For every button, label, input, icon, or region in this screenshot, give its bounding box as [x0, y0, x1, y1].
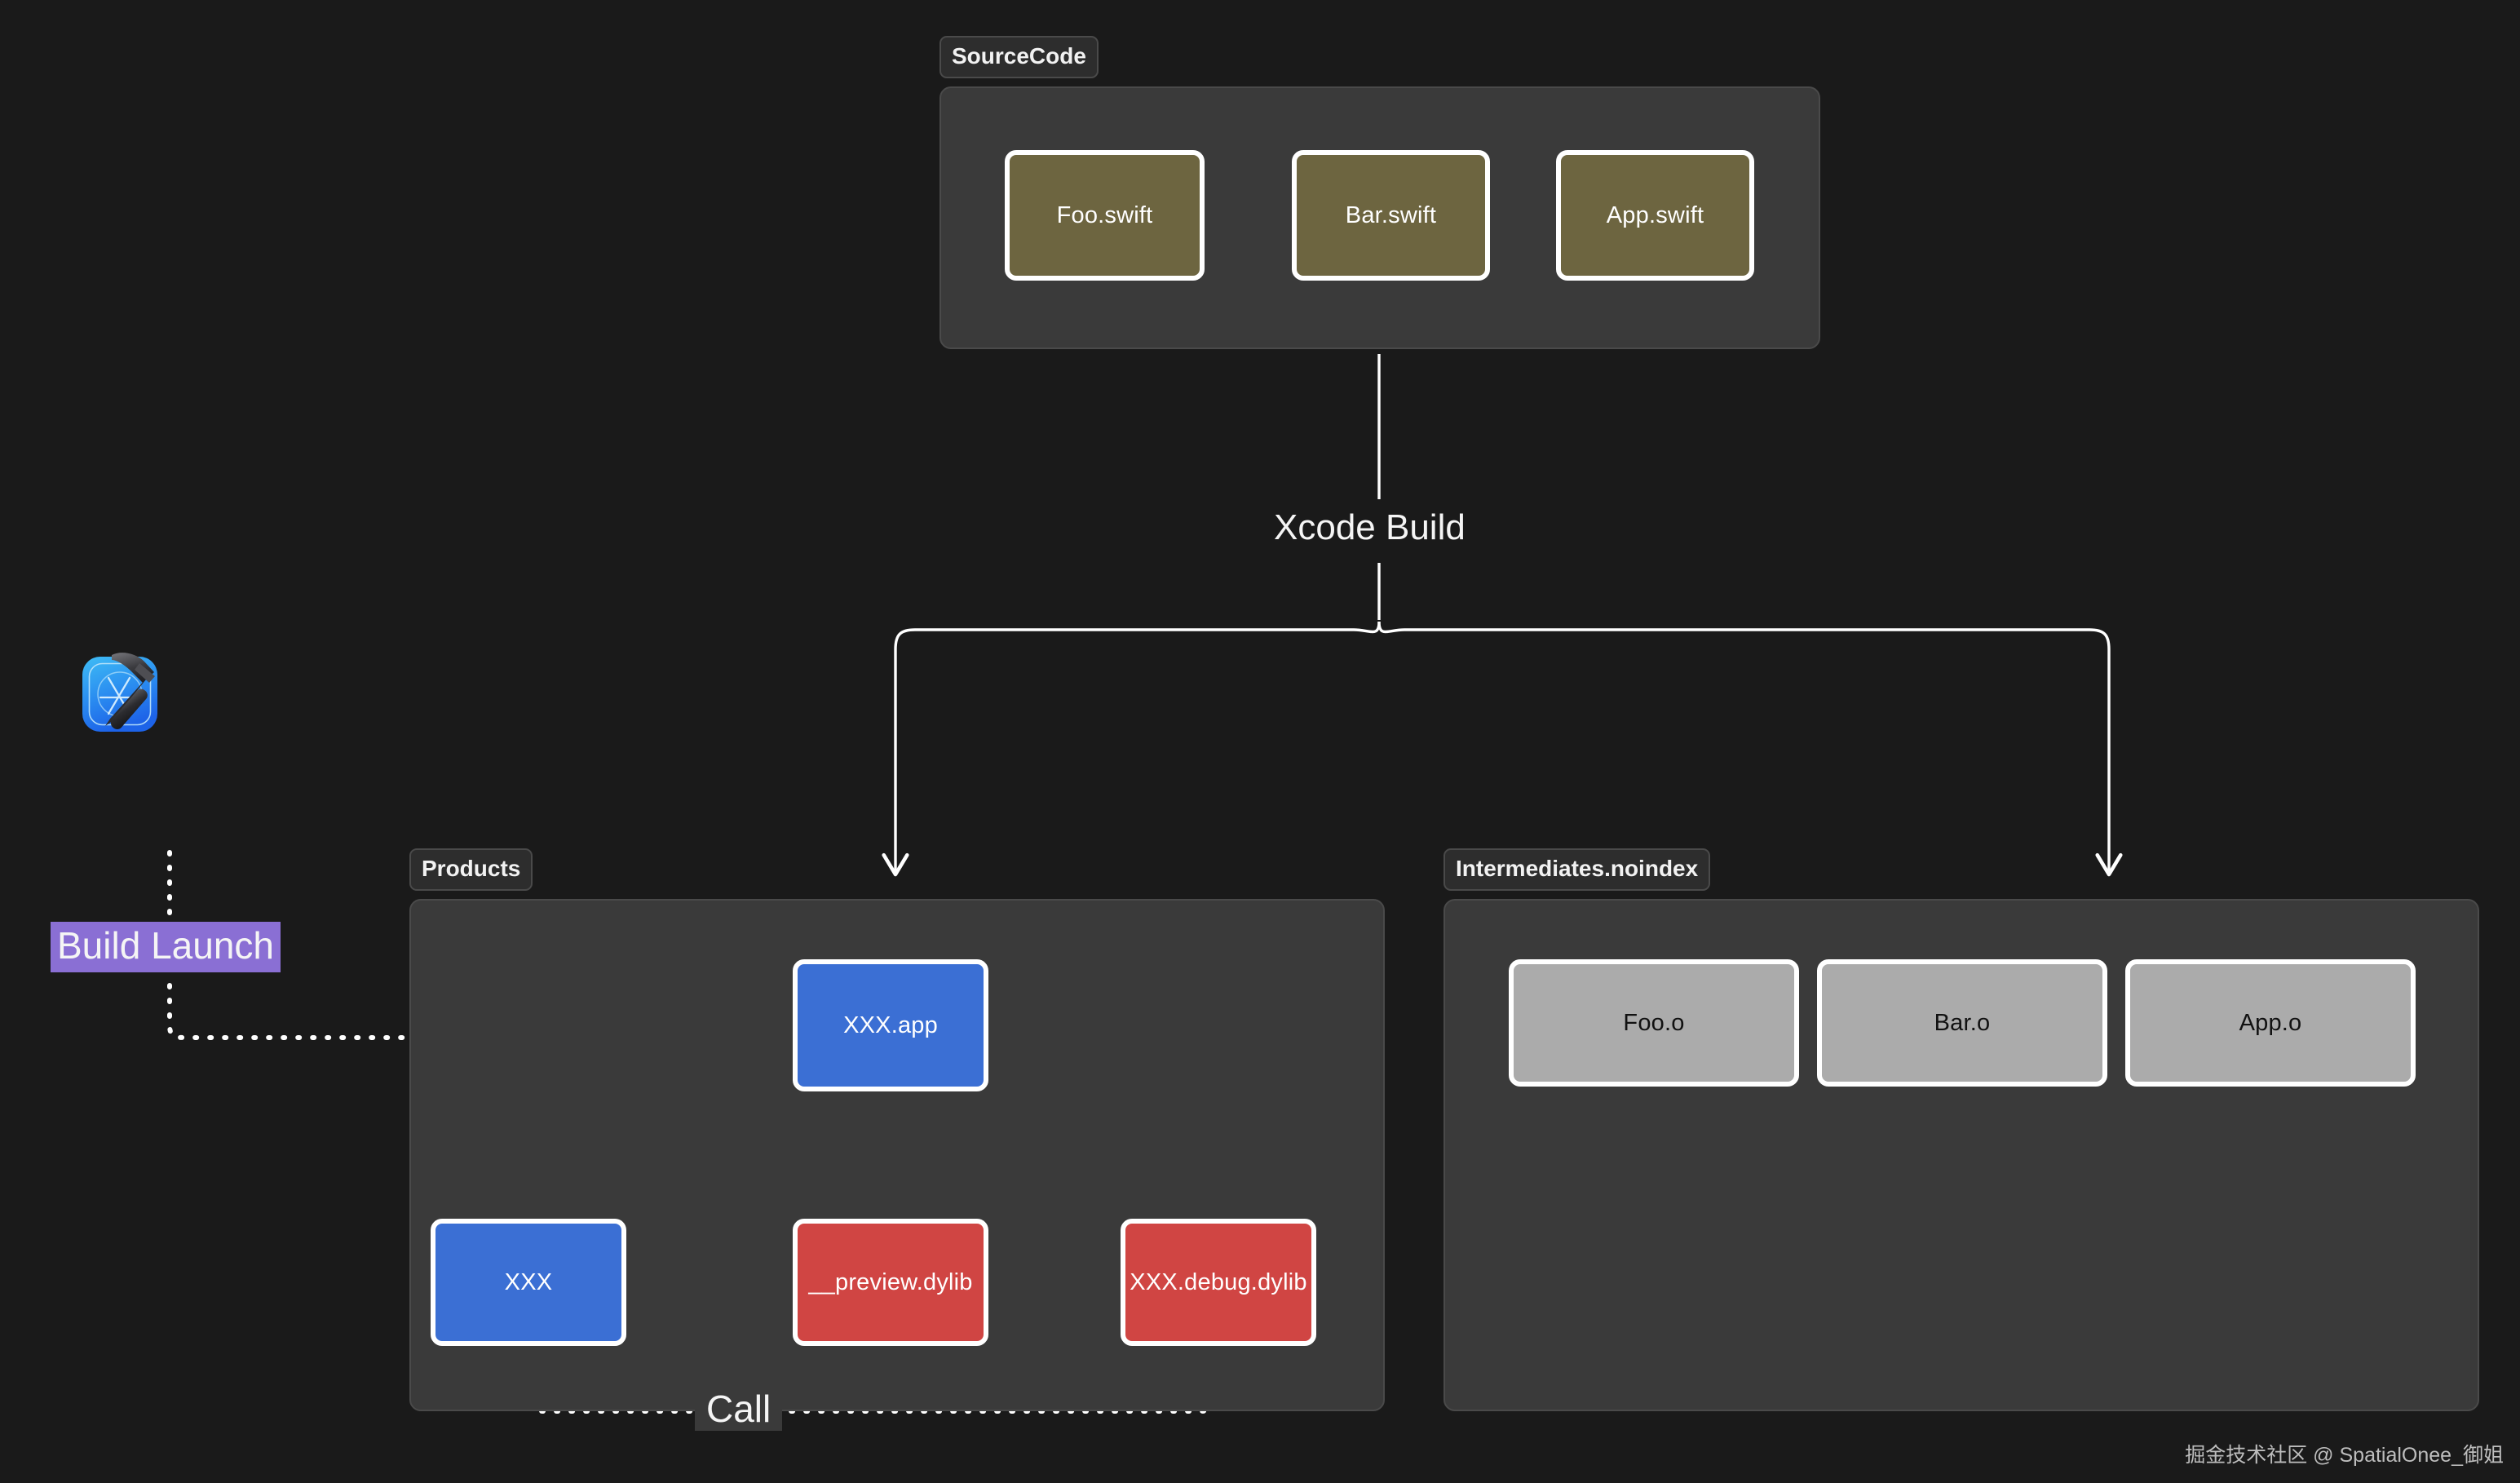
node-app-swift[interactable]: App.swift [1556, 150, 1754, 281]
node-label: __preview.dylib [808, 1268, 973, 1295]
node-app-o[interactable]: App.o [2125, 959, 2416, 1087]
node-label: App.swift [1606, 201, 1704, 228]
node-xxx[interactable]: XXX [431, 1219, 626, 1346]
node-label: Foo.o [1623, 1009, 1685, 1036]
edge-xcodebuild-to-products [882, 621, 1381, 877]
edge-label-xcode-build: Xcode Build [1262, 507, 1477, 548]
node-foo-swift[interactable]: Foo.swift [1005, 150, 1205, 281]
xcode-hammer-icon [76, 649, 170, 743]
group-label-products: Products [409, 848, 533, 891]
xcode-hammer-icon-glyph [82, 653, 157, 732]
node-xxx-app[interactable]: XXX.app [793, 959, 988, 1091]
watermark: 掘金技术社区 @ SpatialOnee_御姐 [2185, 1444, 2504, 1467]
edge-label-call: Call [695, 1387, 783, 1431]
node-foo-o[interactable]: Foo.o [1509, 959, 1799, 1087]
node-label: XXX.app [843, 1012, 938, 1038]
node-label: XXX.debug.dylib [1130, 1268, 1307, 1295]
node-label: Foo.swift [1056, 201, 1153, 228]
node-label: App.o [2239, 1009, 2302, 1036]
node-bar-o[interactable]: Bar.o [1817, 959, 2107, 1087]
group-label-intermediates: Intermediates.noindex [1443, 848, 1711, 891]
node-label: Bar.o [1934, 1009, 1991, 1036]
node-bar-swift[interactable]: Bar.swift [1292, 150, 1490, 281]
group-label-sourcecode: SourceCode [939, 36, 1099, 78]
node-label: XXX [504, 1268, 553, 1295]
edge-xcodebuild-to-intermediates [1377, 621, 2123, 877]
edge-label-build-launch: Build Launch [51, 922, 281, 972]
node-xxx-debug-dylib[interactable]: XXX.debug.dylib [1121, 1219, 1316, 1346]
node-preview-dylib[interactable]: __preview.dylib [793, 1219, 988, 1346]
node-label: Bar.swift [1345, 201, 1437, 228]
